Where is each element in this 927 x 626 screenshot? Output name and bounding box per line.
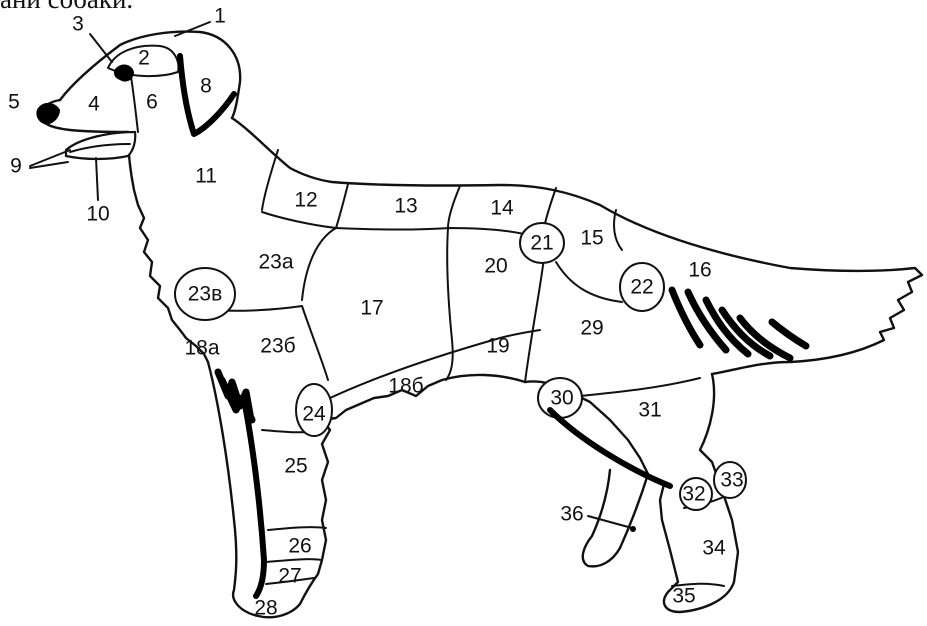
label-1: 1: [214, 5, 226, 28]
line-ribs-20: [446, 228, 453, 380]
label-11: 11: [195, 165, 217, 188]
label-27: 27: [278, 565, 301, 588]
label-3: 3: [72, 13, 84, 36]
line-29-31: [580, 378, 700, 396]
label-26: 26: [288, 535, 311, 558]
label-29: 29: [580, 317, 603, 340]
dark-markings: [36, 56, 806, 596]
tail-feather-6: [772, 322, 806, 346]
label-13: 13: [394, 195, 417, 218]
label-23b: 23б: [260, 335, 295, 358]
line-back: [336, 228, 524, 234]
label-20: 20: [484, 255, 507, 278]
label-24: 24: [302, 403, 326, 426]
line-withers: [262, 212, 336, 228]
label-31: 31: [638, 399, 661, 422]
line-26-27: [266, 559, 322, 562]
dog-outline: [40, 32, 922, 618]
line-flank: [525, 258, 544, 382]
label-10: 10: [86, 203, 109, 226]
label-17: 17: [360, 297, 383, 320]
label-19: 19: [486, 335, 509, 358]
label-18a: 18a: [184, 337, 219, 360]
label-12: 12: [294, 189, 317, 212]
label-23a: 23a: [258, 251, 293, 274]
eye-blob: [114, 65, 134, 82]
leader-lines: [30, 22, 636, 532]
line-26-top: [268, 527, 326, 530]
label-30: 30: [550, 387, 573, 410]
label-14: 14: [490, 197, 514, 220]
label-22: 22: [630, 276, 653, 299]
label-33: 33: [720, 469, 743, 492]
label-6: 6: [146, 91, 158, 114]
line-13-14: [448, 186, 460, 228]
tail-feather-1: [672, 290, 700, 345]
label-35: 35: [672, 585, 695, 608]
line-22: [556, 262, 622, 302]
leader-10: [96, 158, 98, 200]
label-4: 4: [88, 93, 100, 116]
label-34: 34: [702, 537, 726, 560]
nose-blob: [36, 103, 60, 124]
label-23v: 23в: [188, 283, 223, 306]
label-36: 36: [560, 503, 583, 526]
leader-36: [588, 516, 632, 528]
label-16: 16: [688, 259, 711, 282]
label-8: 8: [200, 75, 212, 98]
label-5: 5: [8, 91, 20, 114]
label-2: 2: [138, 47, 150, 70]
back-outline: [232, 118, 922, 374]
leader-36-dot: [630, 526, 636, 532]
label-18b: 18б: [388, 375, 423, 398]
caption-fragment: ани собаки.: [0, 0, 133, 14]
label-21: 21: [530, 232, 553, 255]
line-shoulder: [302, 228, 336, 300]
label-15: 15: [580, 227, 603, 250]
label-25: 25: [284, 455, 307, 478]
label-28: 28: [254, 597, 277, 620]
label-9: 9: [10, 155, 22, 178]
line-elbow: [302, 306, 328, 380]
front-leg-stripe: [244, 400, 264, 596]
line-neck-12: [262, 150, 278, 210]
label-32: 32: [682, 483, 705, 506]
line-14-15: [544, 188, 556, 228]
line-12-13: [336, 184, 348, 228]
leader-3: [90, 34, 112, 62]
line-cheek: [130, 70, 138, 132]
mouth: [66, 132, 135, 159]
